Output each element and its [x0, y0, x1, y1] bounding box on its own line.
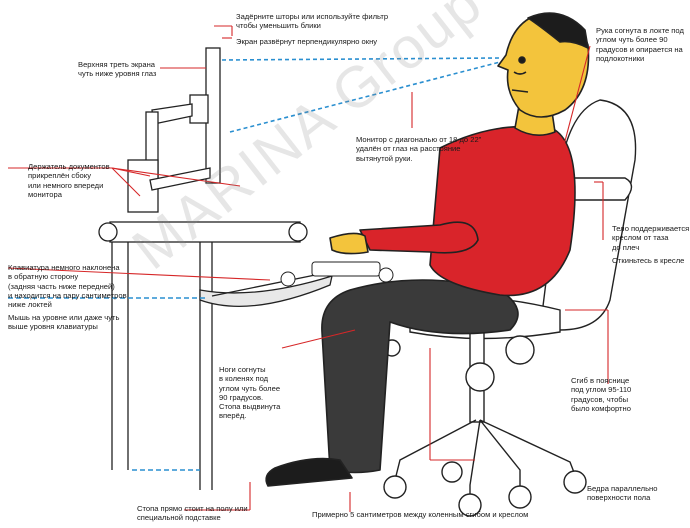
seated-person	[265, 12, 590, 487]
annotation-knee-gap: Примерно 5 сантиметров между коленным сг…	[312, 510, 529, 519]
annotation-monitor-distance: Монитор с диагональю от 18 до 22" удалён…	[356, 135, 482, 163]
annotation-keyboard-tilt: Клавиатура немного наклонена в обратную …	[8, 263, 127, 309]
annotation-lumbar-bend: Сгиб в пояснице под углом 95-110 градусо…	[571, 376, 632, 413]
annotation-recline: Откиньтесь в кресле	[612, 256, 685, 265]
annotation-screen-perpendicular: Экран развёрнут перпендикулярно окну	[236, 37, 378, 46]
sight-lines	[221, 57, 501, 133]
desk	[98, 221, 333, 490]
annotation-mouse-level: Мышь на уровне или даже чуть выше уровня…	[8, 313, 120, 332]
level-guides	[8, 297, 205, 471]
leader-lines	[7, 25, 609, 512]
annotation-arm-bent: Рука согнута в локте под углом чуть боле…	[596, 26, 684, 63]
monitor-arm	[127, 47, 221, 213]
keyboard	[280, 261, 394, 287]
annotation-body-support: Тело поддерживается креслом от таза до п…	[612, 224, 690, 252]
annotation-curtains: Задёрните шторы или используйте фильтр ч…	[236, 12, 389, 31]
annotation-knees-bent: Ноги согнуты в коленях под углом чуть бо…	[219, 365, 281, 421]
annotation-document-holder: Держатель документов прикреплён сбоку ил…	[28, 162, 110, 199]
annotation-hips-parallel: Бедра параллельно поверхности пола	[587, 484, 658, 503]
annotation-screen-top-third: Верхняя треть экрана чуть ниже уровня гл…	[78, 60, 157, 79]
annotation-foot-floor: Стопа прямо стоит на полу или специально…	[137, 504, 248, 523]
